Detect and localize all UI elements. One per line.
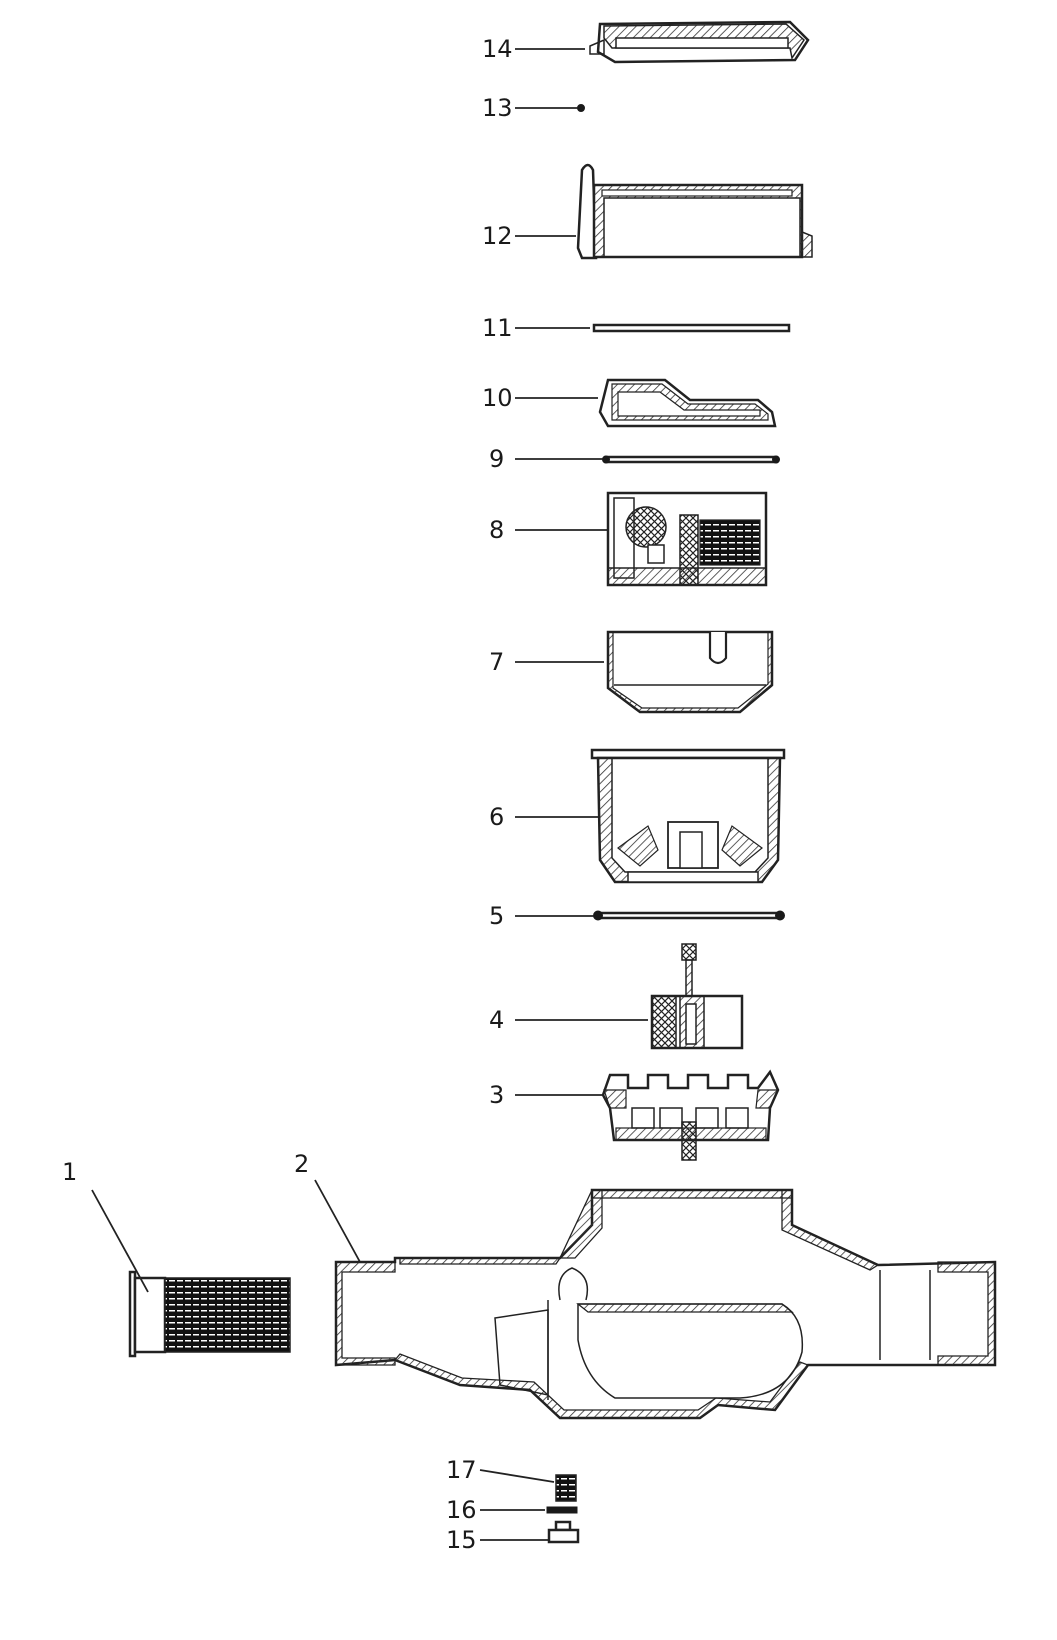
part-9-oring bbox=[602, 455, 780, 464]
callout-16: 16 bbox=[446, 1496, 477, 1524]
callout-1: 1 bbox=[62, 1158, 77, 1186]
part-3-housing bbox=[601, 1069, 780, 1161]
part-1-strainer bbox=[128, 1270, 291, 1358]
part-11-gasket bbox=[592, 323, 791, 333]
part-13-ball bbox=[577, 104, 585, 112]
part-10-plate bbox=[598, 378, 777, 428]
callout-17: 17 bbox=[446, 1456, 477, 1484]
part-14-cover bbox=[589, 20, 810, 64]
part-12-lid bbox=[576, 163, 813, 260]
callout-7: 7 bbox=[489, 648, 504, 676]
part-5-oring bbox=[593, 910, 785, 921]
part-16-washer bbox=[546, 1506, 578, 1514]
callout-13: 13 bbox=[482, 94, 513, 122]
part-4-impeller bbox=[650, 943, 744, 1050]
part-2-body bbox=[334, 1188, 997, 1420]
callout-4: 4 bbox=[489, 1006, 504, 1034]
callout-8: 8 bbox=[489, 516, 504, 544]
part-6-chamber bbox=[590, 748, 786, 884]
callout-5: 5 bbox=[489, 902, 504, 930]
callout-2: 2 bbox=[294, 1150, 309, 1178]
callout-11: 11 bbox=[482, 314, 513, 342]
part-7-cup bbox=[606, 630, 774, 714]
callout-14: 14 bbox=[482, 35, 513, 63]
leader-lines bbox=[91, 48, 648, 1541]
part-17-plug bbox=[555, 1474, 577, 1502]
part-15-cap bbox=[547, 1520, 580, 1544]
callout-10: 10 bbox=[482, 384, 513, 412]
callout-labels: 14 13 12 11 10 9 8 7 6 5 4 3 1 2 17 16 1… bbox=[62, 35, 513, 1554]
callout-9: 9 bbox=[489, 445, 504, 473]
callout-3: 3 bbox=[489, 1081, 504, 1109]
part-8-register bbox=[606, 491, 768, 587]
callout-12: 12 bbox=[482, 222, 513, 250]
callout-15: 15 bbox=[446, 1526, 477, 1554]
callout-6: 6 bbox=[489, 803, 504, 831]
